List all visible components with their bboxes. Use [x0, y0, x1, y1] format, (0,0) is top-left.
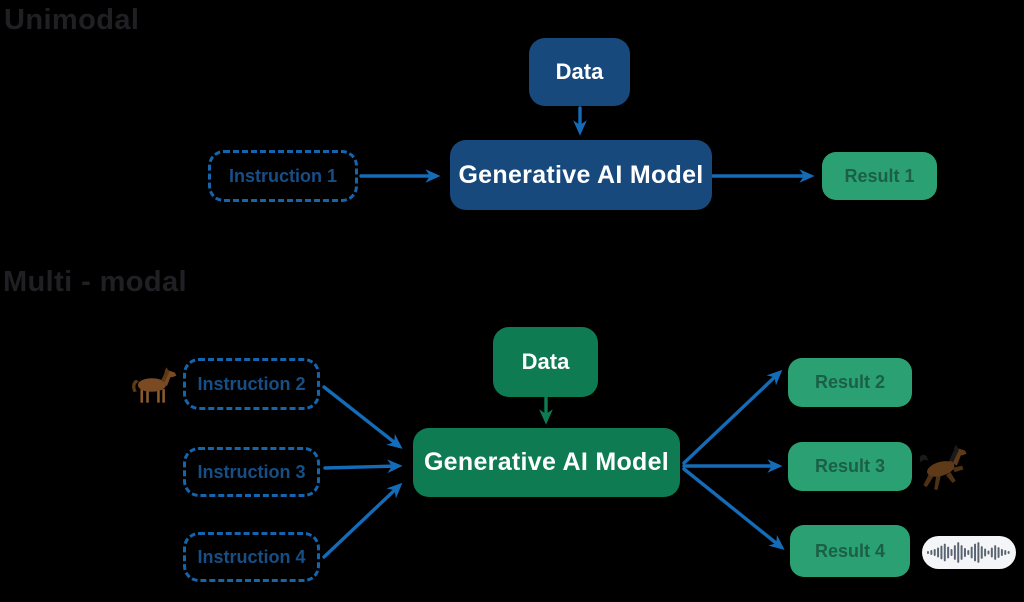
- arrow-instruction3-to-model: [323, 459, 403, 474]
- result1-box: Result 1: [822, 152, 937, 200]
- unimodal-data-box: Data: [529, 38, 630, 106]
- arrow-instruction4-to-model: [322, 482, 403, 559]
- multimodal-data-box: Data: [493, 327, 598, 397]
- unimodal-heading: Unimodal: [4, 4, 140, 36]
- arrow-model-to-result2: [682, 369, 783, 465]
- instruction1-box: Instruction 1: [208, 150, 358, 202]
- instruction4-box: Instruction 4: [183, 532, 320, 582]
- arrow-instruction2-to-model: [322, 385, 403, 449]
- multimodal-heading: Multi - modal: [3, 266, 188, 298]
- horse-icon: [918, 444, 972, 496]
- result3-box: Result 3: [788, 442, 912, 491]
- audio-waveform-icon: [922, 536, 1016, 569]
- result4-box: Result 4: [790, 525, 910, 577]
- result2-box: Result 2: [788, 358, 912, 407]
- arrow-model-to-result4: [682, 467, 785, 550]
- instruction3-box: Instruction 3: [183, 447, 320, 497]
- unimodal-model-box: Generative AI Model: [450, 140, 712, 210]
- multimodal-model-box: Generative AI Model: [413, 428, 680, 497]
- horse-icon: [128, 366, 180, 404]
- instruction2-box: Instruction 2: [183, 358, 320, 410]
